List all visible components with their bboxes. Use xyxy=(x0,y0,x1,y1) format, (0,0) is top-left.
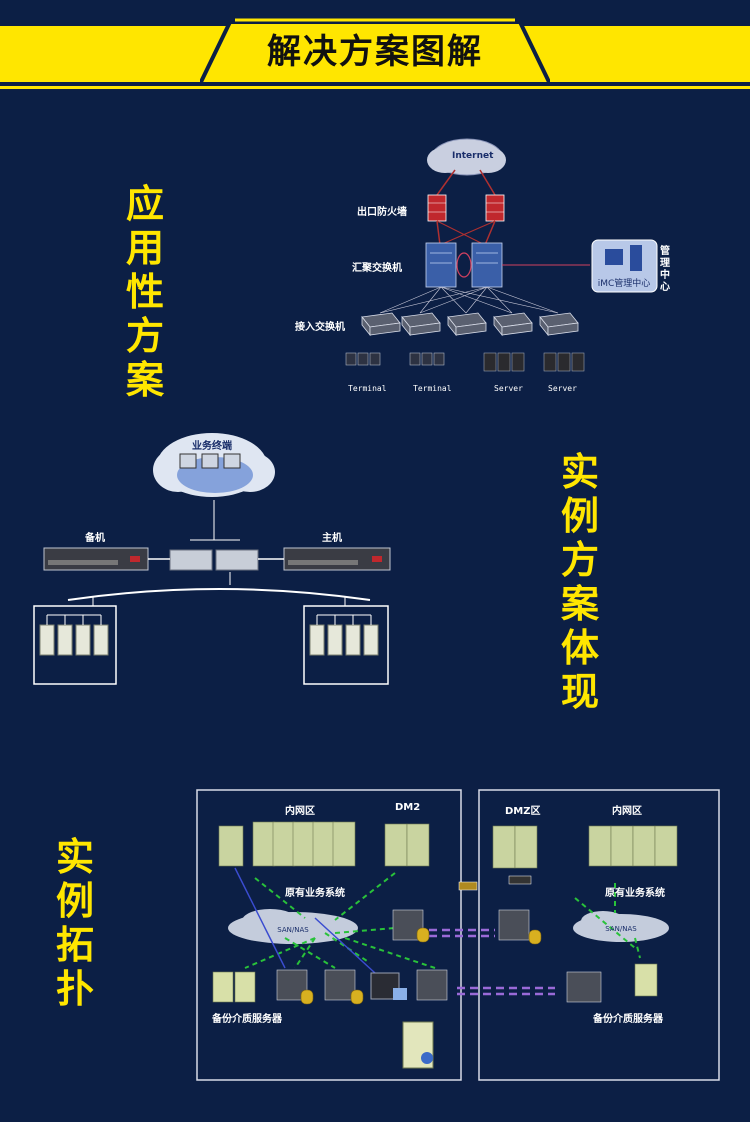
terminal-icon xyxy=(345,352,445,366)
right-legacy-label: 原有业务系统 xyxy=(605,888,665,899)
core-switch-label: 汇聚交换机 xyxy=(352,263,402,274)
internet-label: Internet xyxy=(452,151,494,161)
firewall-label: 出口防火墙 xyxy=(357,207,407,218)
business-terminal-cloud-icon xyxy=(153,433,275,497)
right-backup-label: 备份介质服务器 xyxy=(593,1014,663,1025)
header-underline xyxy=(0,86,750,89)
storage-array-icon xyxy=(276,909,602,1003)
imc-label: iMC管理中心 xyxy=(598,277,651,289)
standby-host-icon xyxy=(43,547,149,571)
terminal-label-1: Terminal xyxy=(348,384,387,393)
storage-rack-left xyxy=(33,605,117,685)
server-label-2: Server xyxy=(548,384,577,393)
server-icon xyxy=(483,352,585,372)
backup-server-icon xyxy=(212,963,658,1003)
primary-host-icon xyxy=(283,547,391,571)
admin-workstation-icon xyxy=(402,1021,434,1069)
section-title-topology: 实例拓扑 xyxy=(55,835,94,1011)
ha-cluster-diagram xyxy=(33,433,391,685)
header-tab-shape xyxy=(200,18,550,86)
firewall-icon xyxy=(427,194,505,222)
server-rack-icon xyxy=(218,821,678,869)
terminal-label-2: Terminal xyxy=(413,384,452,393)
left-dmz-label: DM2 xyxy=(395,802,421,813)
san-label-right: SAN/NAS xyxy=(605,925,637,933)
core-switch-icon xyxy=(425,242,503,288)
left-legacy-label: 原有业务系统 xyxy=(285,888,345,899)
page-title: 解决方案图解 xyxy=(267,32,483,72)
server-label-1: Server xyxy=(494,384,523,393)
access-switch-label: 接入交换机 xyxy=(295,322,345,333)
topology-diagram: SAN/NAS SAN/NAS xyxy=(196,789,720,1081)
storage-disk-icon xyxy=(300,927,542,1005)
section-title-application: 应用性方案 xyxy=(125,182,164,402)
section-title-case: 实例方案体现 xyxy=(560,450,599,714)
internet-cloud-icon xyxy=(427,138,506,176)
storage-rack-right xyxy=(303,605,389,685)
left-intranet-label: 内网区 xyxy=(285,806,315,817)
zone-firewall-icon xyxy=(458,875,532,891)
access-switch-icon xyxy=(361,312,579,337)
mgmt-center-label: 管理中心 xyxy=(660,246,670,293)
switch-icon xyxy=(169,549,259,571)
right-intranet-label: 内网区 xyxy=(612,806,642,817)
right-dmz-label: DMZ区 xyxy=(505,806,541,817)
management-center-icon: iMC管理中心 xyxy=(591,239,658,293)
business-terminal-label: 业务终端 xyxy=(192,441,232,452)
standby-label: 备机 xyxy=(85,533,105,544)
left-backup-label: 备份介质服务器 xyxy=(212,1014,282,1025)
tape-library-icon xyxy=(370,972,407,1000)
primary-label: 主机 xyxy=(322,533,342,544)
san-label-left: SAN/NAS xyxy=(277,926,309,934)
network-architecture-diagram: iMC管理中心 xyxy=(345,138,658,372)
